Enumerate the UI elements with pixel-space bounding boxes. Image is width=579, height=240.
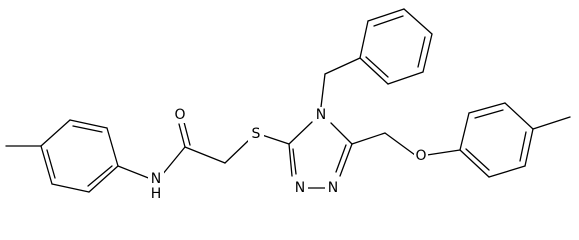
atom-label-n1: N <box>295 180 305 196</box>
bond-triazole-inner <box>335 144 347 173</box>
atom-ring-n1: N <box>292 180 308 196</box>
bonds <box>5 8 571 193</box>
atom-labels: O N H S N N N <box>148 107 428 202</box>
bond-ch2-s <box>224 139 250 164</box>
bond-ring-right <box>488 165 526 178</box>
atom-oxygen-carbonyl: O <box>173 107 187 123</box>
bond-triazole <box>330 122 353 145</box>
bond-n4-ch2 <box>320 73 326 108</box>
bond-ring-left <box>40 119 71 147</box>
bond-nh-carbonyl <box>161 146 186 176</box>
bond-ring-top <box>403 8 433 35</box>
bond-ring-top <box>359 20 369 59</box>
bond-ring-top <box>367 8 405 22</box>
bond-triazole <box>339 143 353 177</box>
bond-s-c3 <box>261 134 290 145</box>
atom-ring-n4: N <box>313 107 329 123</box>
bond-ring-left <box>51 183 90 193</box>
bond-ring-right <box>459 149 490 178</box>
bond-ring-left-inner <box>46 149 56 179</box>
bond-triazole <box>288 143 293 177</box>
bond-ring-left <box>69 119 108 129</box>
atom-label-n-amide: N <box>151 171 161 187</box>
bond-ring-top-inner <box>417 36 426 68</box>
bond-ring-top <box>359 57 389 85</box>
atom-sulfur: S <box>248 126 264 142</box>
bond-ch2-phenyl <box>324 57 361 75</box>
bond-ring-left-inner <box>87 165 113 187</box>
bond-ring-right <box>524 128 534 167</box>
bond-ch2-o <box>384 132 416 156</box>
bond-triazole <box>288 121 313 145</box>
molecule-canvas: O N H S N N N <box>5 8 571 202</box>
atom-label-n2: N <box>328 180 338 196</box>
bond-ring-right-inner <box>465 148 490 171</box>
atom-label-s: S <box>252 126 261 142</box>
atom-amide-nh: N H <box>148 171 164 202</box>
bond-ring-top <box>387 71 424 85</box>
bond-ring-right-inner <box>474 109 504 119</box>
bond-c5-ch2 <box>351 132 386 145</box>
bond-ring-top-inner <box>373 15 404 27</box>
bond-o-ring <box>426 149 461 156</box>
bond-carbonyl <box>178 123 186 148</box>
bond-methyl-right <box>532 116 571 130</box>
bond-ring-top <box>422 33 433 73</box>
molecule-structure: O N H S N N N <box>5 8 571 202</box>
bond-ring-left-inner <box>72 125 103 133</box>
bond-triazole-inner <box>292 148 297 175</box>
bond-ring-top-inner <box>365 56 389 78</box>
bond-ring-left <box>106 127 119 167</box>
atom-label-h-amide: H <box>151 186 162 202</box>
atom-ether-oxygen: O <box>414 148 428 164</box>
atom-label-o2: O <box>415 148 426 164</box>
bond-carbonyl-ch2 <box>184 146 226 164</box>
bond-carbonyl <box>183 121 191 146</box>
atom-label-n4: N <box>316 107 326 123</box>
atom-ring-n2: N <box>325 180 341 196</box>
atom-label-o1: O <box>174 107 185 123</box>
bond-ring-right <box>468 102 506 114</box>
bond-ring-right <box>504 102 534 130</box>
bond-ring-left <box>40 145 53 185</box>
bond-ring-right <box>459 112 470 151</box>
bond-ring-left <box>88 165 119 193</box>
bond-ring-right-inner <box>519 131 527 162</box>
bond-ring-nh <box>117 165 152 180</box>
